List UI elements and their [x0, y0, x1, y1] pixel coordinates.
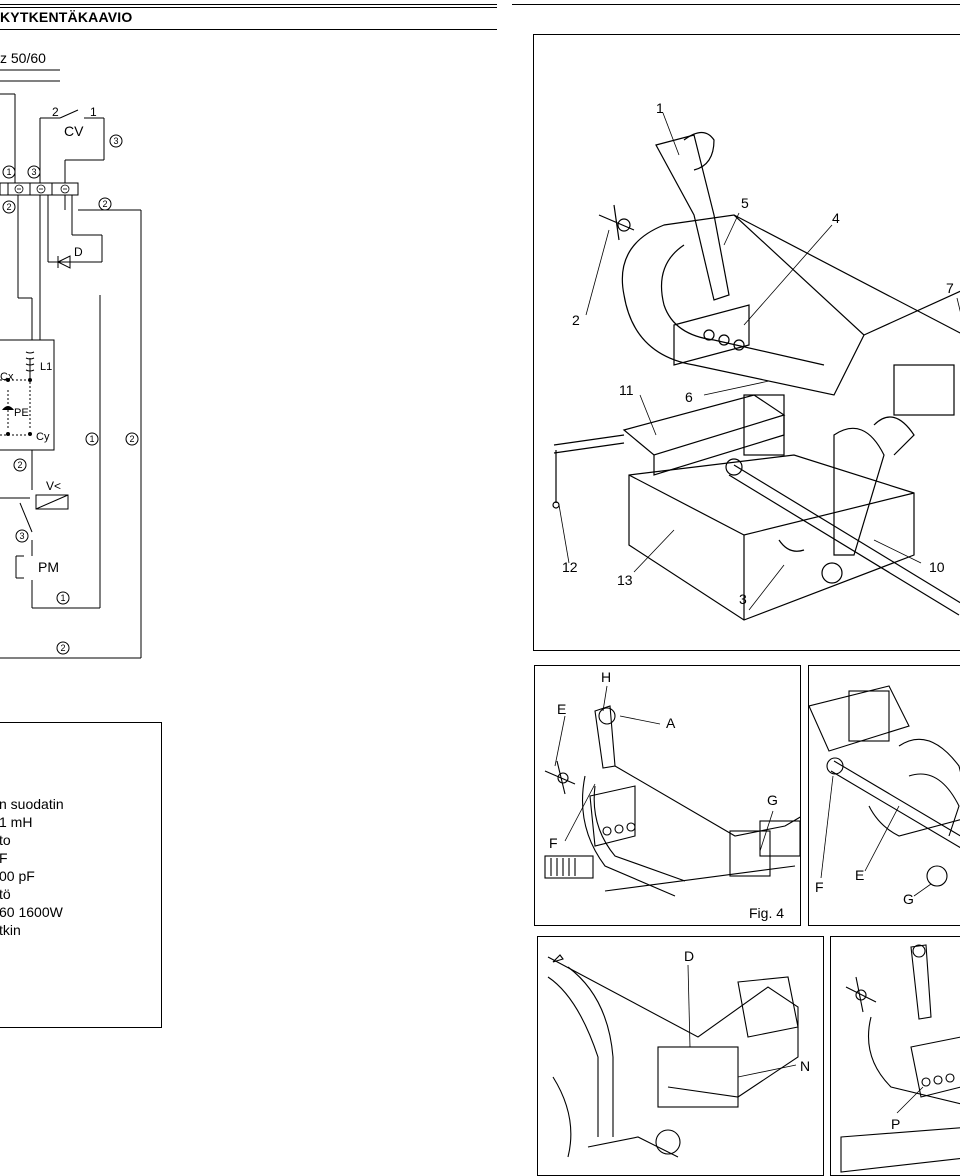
callout-4: 4 [832, 210, 840, 226]
figure-6: D N [537, 936, 824, 1176]
legend-line: 00 pF [0, 868, 35, 884]
figure-7: P [830, 936, 960, 1176]
callout-1: 1 [656, 100, 664, 116]
circled-2-mid: 2 [129, 434, 134, 444]
fig4-callout-e: E [557, 701, 567, 717]
fig4-caption: Fig. 4 [749, 905, 785, 921]
fig4-callout-h: H [601, 669, 612, 685]
fig6-callout-n: N [800, 1058, 811, 1074]
figure-main: 1 2 3 4 5 6 7 10 11 12 13 [533, 34, 960, 651]
frequency-label: z 50/60 [0, 50, 46, 66]
pm-label: PM [38, 559, 59, 575]
cv-label: CV [64, 123, 84, 139]
callout-5: 5 [741, 195, 749, 211]
legend-box: n suodatin 1 mH to F 00 pF tö 60 1600W t… [0, 722, 162, 1028]
circled-2-right: 2 [102, 199, 107, 209]
callout-10: 10 [929, 559, 945, 575]
diode-label: D [74, 245, 83, 259]
vless-label: V< [46, 479, 61, 493]
page-title: KYTKENTÄKAAVIO [0, 9, 133, 25]
fig5-callout-f: F [815, 879, 824, 895]
circled-2-block: 2 [6, 202, 11, 212]
pe-label: PE [14, 407, 29, 419]
legend-line: to [0, 832, 11, 848]
cy-label: Cy [36, 431, 50, 443]
legend-line: n suodatin [0, 796, 64, 812]
figure-4: H E A F G Fig. 4 [534, 665, 801, 926]
callout-2: 2 [572, 312, 580, 328]
cv-switch-1-label: 1 [90, 105, 97, 119]
cx-label: Cx [0, 371, 14, 383]
bandsaw-drawing [552, 112, 960, 621]
fig4-callout-a: A [666, 715, 676, 731]
title-underline [0, 29, 497, 30]
legend-line: tö [0, 886, 11, 902]
circled-3-cv: 3 [113, 136, 118, 146]
circled-2-filter: 2 [17, 460, 22, 470]
callout-13: 13 [617, 572, 633, 588]
wiring-diagram: 2 1 CV D L1 Cx PE Cy V< PM 3 1 3 2 2 1 2… [0, 69, 142, 659]
top-rule-left-2 [0, 7, 497, 8]
cv-switch-2-label: 2 [52, 105, 59, 119]
fig5-callout-g: G [903, 891, 914, 907]
fig5-drawing [809, 685, 960, 897]
fig4-drawing [544, 685, 800, 897]
callout-11: 11 [619, 382, 634, 398]
callout-12: 12 [562, 559, 578, 575]
circled-1-mid: 1 [89, 434, 94, 444]
circled-3-pm: 3 [19, 531, 24, 541]
legend-line: tkin [0, 922, 21, 938]
legend-line: F [0, 850, 8, 866]
circled-1-bottom: 1 [60, 593, 65, 603]
circled-1-top: 1 [6, 167, 11, 177]
callout-6: 6 [685, 389, 693, 405]
fig4-callout-f: F [549, 835, 558, 851]
fig6-callout-d: D [684, 948, 695, 964]
l1-label: L1 [40, 361, 52, 373]
legend-line: 60 1600W [0, 904, 63, 920]
top-rule-left [0, 4, 497, 5]
callout-3: 3 [739, 591, 747, 607]
fig6-drawing [547, 954, 799, 1158]
fig4-callout-g: G [767, 792, 778, 808]
circled-3-top: 3 [31, 167, 36, 177]
circled-2-bottom: 2 [60, 643, 65, 653]
top-rule-right [512, 4, 960, 5]
fig7-callout-p: P [891, 1116, 901, 1132]
figure-5: F E G [808, 665, 960, 926]
callout-7: 7 [946, 280, 954, 296]
fig5-callout-e: E [855, 867, 865, 883]
fig7-drawing [840, 944, 960, 1173]
legend-line: 1 mH [0, 814, 33, 830]
